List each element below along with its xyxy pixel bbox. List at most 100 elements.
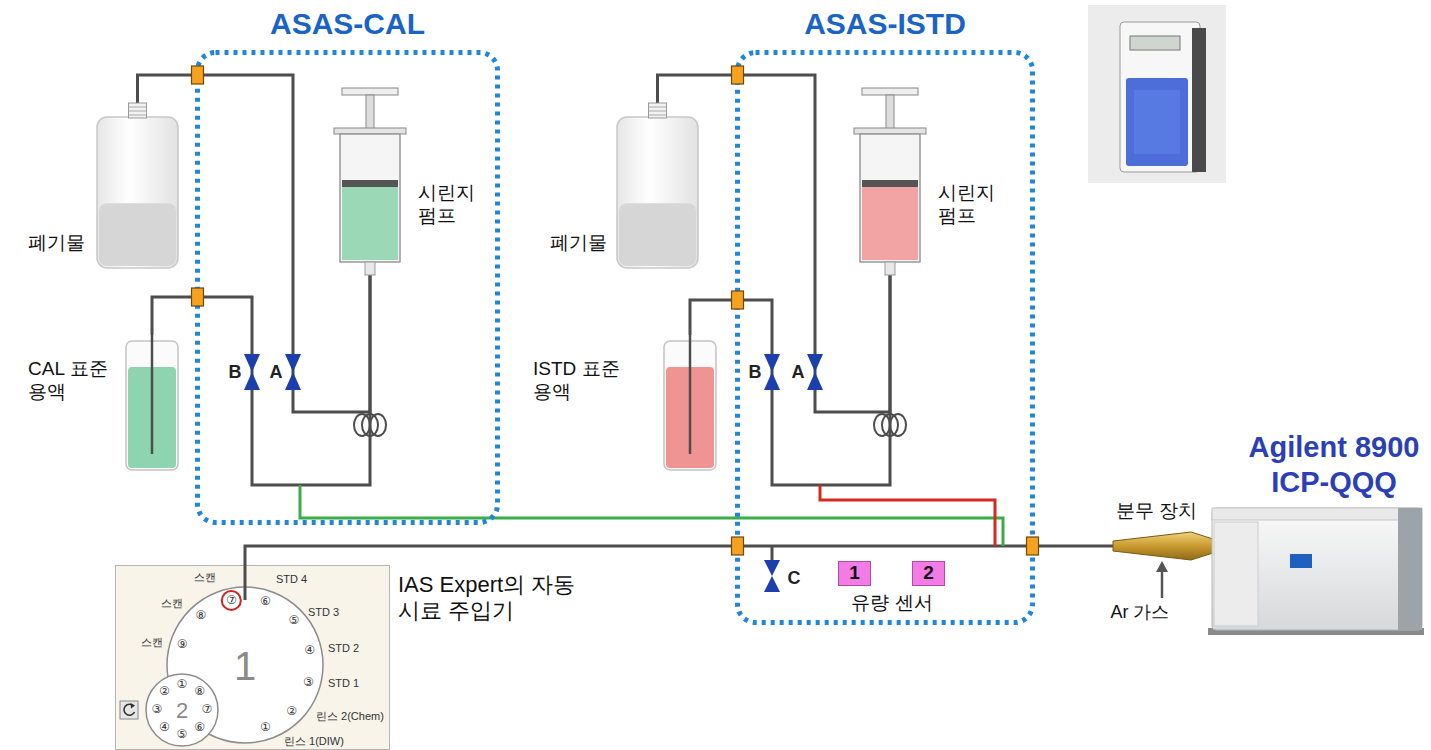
sensor-box — [913, 562, 945, 586]
valve-symbol — [285, 354, 301, 390]
bottle-cap — [129, 107, 147, 108]
gas-label: Ar 가스 — [1110, 602, 1169, 623]
dip-tube — [151, 335, 154, 454]
slot-number: ⑦ — [202, 703, 213, 717]
position-label: 스캔 — [161, 597, 183, 610]
bottle-cap — [649, 111, 667, 112]
coil-symbol — [354, 414, 906, 436]
bottle-body — [617, 117, 698, 268]
part-label: ISTD 표준 용액 — [533, 358, 633, 404]
part-label: 시린지 펌프 — [418, 182, 480, 228]
slot-number: ④ — [159, 721, 170, 735]
waste-liquid — [619, 203, 696, 266]
sample-rack — [146, 674, 218, 746]
slot-number: ⑧ — [195, 609, 206, 623]
flow-sensor-label: 유량 센서 — [851, 592, 932, 614]
nebulizer-body — [1113, 532, 1213, 560]
syringe-pump: 시린지 펌프 — [330, 88, 410, 275]
syringe-pump — [850, 88, 930, 275]
slot-number: ⑤ — [177, 728, 188, 742]
valve-label: A — [792, 362, 805, 383]
instrument-panel — [1214, 522, 1258, 626]
valve-label: A — [270, 362, 283, 383]
photo-display — [1130, 36, 1180, 50]
plunger-head — [862, 180, 918, 187]
slot-number: ⑦ — [226, 594, 237, 608]
waste-bottle — [95, 103, 180, 270]
cal-line — [300, 485, 1003, 546]
plunger-head — [342, 180, 398, 187]
barrel-flange — [854, 128, 926, 134]
nebulizer: 분무 장치 — [1113, 530, 1213, 562]
coil-loop — [370, 414, 386, 436]
instrument-side — [1398, 508, 1422, 630]
slot-number: ⑧ — [194, 685, 205, 699]
instrument-photo — [1088, 5, 1226, 183]
slot-number: ① — [260, 721, 271, 735]
waste-bottle — [615, 103, 700, 270]
bottle-cap — [129, 103, 147, 118]
part-label: 폐기물 — [28, 232, 90, 255]
valve-label: B — [749, 362, 762, 383]
slot-number: ④ — [304, 644, 315, 658]
position-label: 스캔 — [194, 571, 216, 584]
gas-arrow — [1161, 570, 1164, 598]
region-border — [198, 53, 498, 523]
probe-arm — [244, 565, 247, 600]
photo-cover — [1126, 78, 1188, 166]
tube-line — [245, 546, 1113, 565]
syringe-barrel — [860, 134, 920, 262]
syringe-pump: 시린지 펌프 — [850, 88, 930, 275]
rack-number: 2 — [176, 698, 188, 723]
position-label: STD 4 — [276, 573, 307, 586]
bottle-cap — [129, 111, 147, 112]
bottle-cap — [129, 115, 147, 116]
sensor-number: 2 — [923, 562, 934, 585]
module-region: ASAS-ISTD시린지 펌프12 — [735, 50, 1035, 625]
tube-fitting — [1027, 537, 1039, 555]
coil-loop — [890, 414, 906, 436]
valve-label: C — [788, 568, 801, 589]
tube-line — [152, 275, 370, 485]
nebulizer — [1113, 530, 1213, 562]
photo-body — [1120, 22, 1200, 172]
photo-cover — [1134, 90, 1180, 154]
instrument-title: Agilent 8900 ICP-QQQ — [1243, 430, 1425, 500]
position-label: 린스 2(Chem) — [316, 710, 384, 723]
plunger-top — [342, 88, 398, 95]
slot-number: ② — [159, 685, 170, 699]
syringe-barrel — [340, 134, 400, 262]
standard-bottle — [662, 335, 718, 472]
module-region — [195, 50, 500, 525]
waste-bottle: 폐기물 — [95, 103, 180, 270]
slot-number: ⑤ — [289, 614, 300, 628]
istd-line — [820, 485, 995, 546]
refresh-icon — [120, 701, 138, 719]
tube-fitting — [192, 288, 204, 306]
sensor-number: 1 — [849, 562, 860, 585]
tube-fitting — [732, 537, 744, 555]
part-label: 시린지 펌프 — [938, 182, 1000, 228]
slot-number: ⑨ — [177, 638, 188, 652]
syringe-tip — [365, 262, 375, 275]
valve-symbol — [764, 354, 780, 390]
position-label: STD 1 — [328, 677, 359, 690]
module-title: ASAS-CAL — [195, 6, 500, 42]
part-label: CAL 표준 용액 — [28, 358, 120, 404]
barrel-flange — [334, 128, 406, 134]
icp-instrument: Agilent 8900 ICP-QQQ — [1198, 432, 1426, 637]
standard-bottle: ISTD 표준 용액 — [662, 335, 718, 472]
syringe-liquid — [862, 186, 918, 260]
bottle-body — [97, 117, 178, 268]
flow-sensor: 2 — [912, 561, 945, 586]
valve-symbol — [807, 354, 823, 390]
slot-number: ① — [177, 678, 188, 692]
bottle-cap — [649, 103, 667, 118]
instrument-body — [1212, 508, 1422, 630]
syringe-liquid — [342, 186, 398, 260]
tube-line — [690, 275, 890, 485]
slot-number: ② — [286, 705, 297, 719]
valve-symbol — [244, 354, 260, 390]
part-label: 분무 장치 — [1116, 500, 1216, 523]
